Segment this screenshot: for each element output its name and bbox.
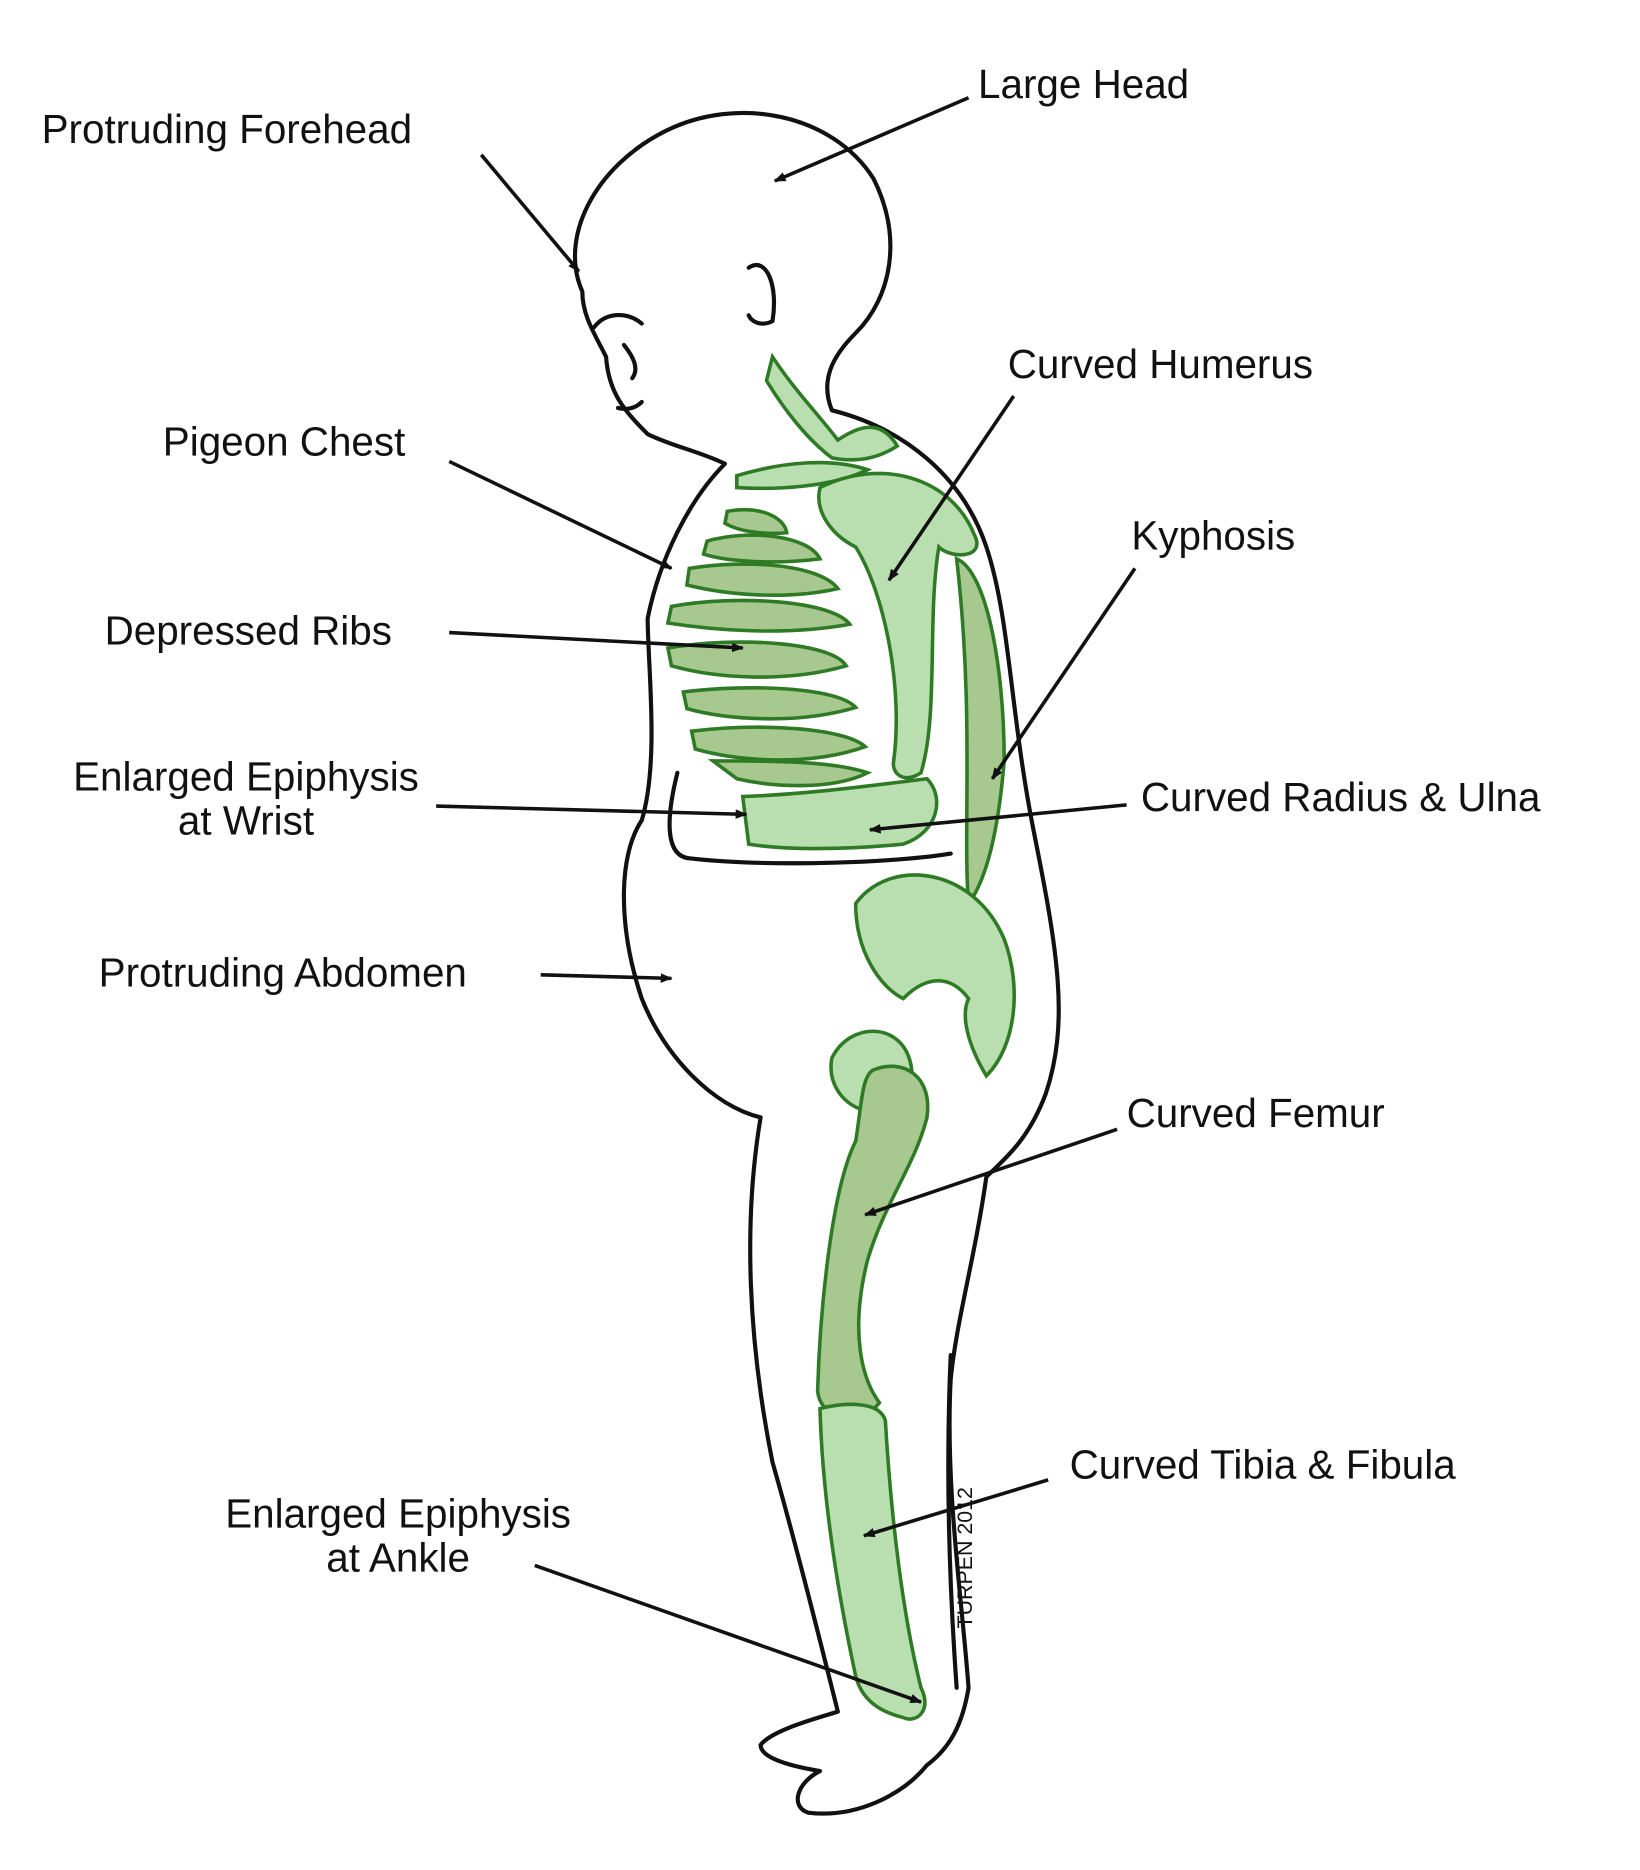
label-depressed-ribs: Depressed Ribs (105, 607, 392, 653)
label-curved-radius-ulna: Curved Radius & Ulna (1141, 774, 1541, 820)
arrow-pigeon-chest (448, 459, 673, 570)
arrow-large-head (773, 96, 970, 183)
labels: Large Head Protruding Forehead Curved Hu… (42, 61, 1541, 1581)
arrow-tibia-fibula (862, 1478, 1049, 1538)
arrow-curved-femur (864, 1127, 1118, 1217)
label-curved-femur: Curved Femur (1127, 1090, 1385, 1136)
label-curved-humerus: Curved Humerus (1008, 341, 1313, 387)
arrow-epiphysis-wrist (436, 804, 748, 819)
pointer-arrows (436, 96, 1137, 1704)
ribs (665, 508, 873, 788)
arrow-epiphysis-ankle (534, 1563, 923, 1704)
label-large-head: Large Head (978, 61, 1189, 107)
skeleton (665, 352, 1017, 1721)
label-epiphysis-ankle-line2: at Ankle (326, 1534, 470, 1580)
label-pigeon-chest: Pigeon Chest (163, 418, 406, 464)
arrow-kyphosis (990, 567, 1137, 780)
label-epiphysis-wrist-line1: Enlarged Epiphysis (73, 754, 419, 800)
arrow-protruding-abdomen (540, 973, 673, 983)
arrow-protruding-forehead (479, 153, 581, 273)
label-epiphysis-wrist-line2: at Wrist (178, 798, 314, 844)
label-curved-tibia-fibula: Curved Tibia & Fibula (1070, 1442, 1457, 1488)
label-protruding-forehead: Protruding Forehead (42, 106, 412, 152)
label-kyphosis: Kyphosis (1131, 512, 1295, 558)
child-body-outline (572, 111, 1061, 1816)
arrow-radius-ulna (868, 803, 1127, 834)
arrow-curved-humerus (887, 395, 1016, 582)
label-epiphysis-ankle-line1: Enlarged Epiphysis (225, 1490, 571, 1536)
label-protruding-abdomen: Protruding Abdomen (99, 950, 467, 996)
arrow-depressed-ribs (449, 630, 744, 653)
artist-signature: TURPEN 2012 (953, 1487, 977, 1628)
